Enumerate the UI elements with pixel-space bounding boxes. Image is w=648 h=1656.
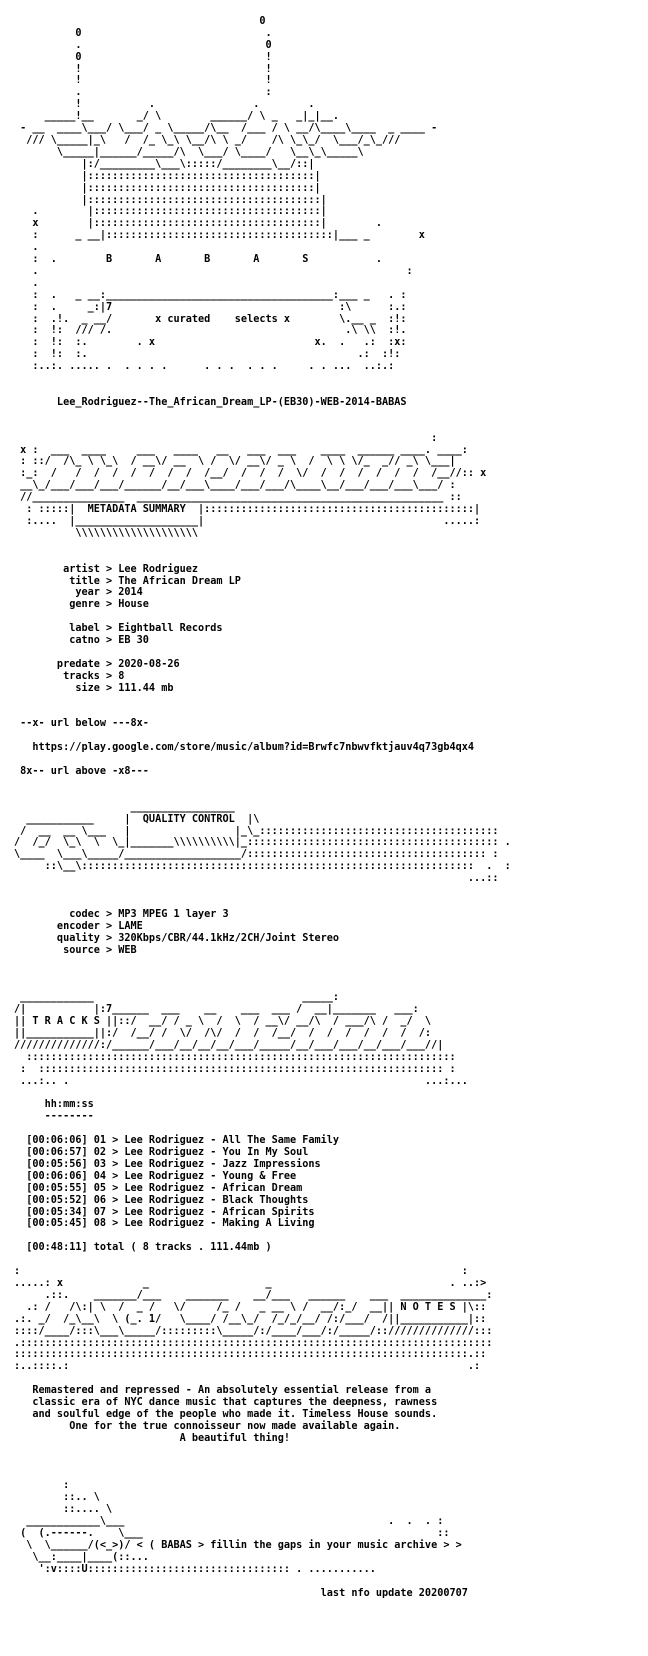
nfo-document: 0 0 . . 0 0 ! ! ! ! (14, 15, 511, 1599)
